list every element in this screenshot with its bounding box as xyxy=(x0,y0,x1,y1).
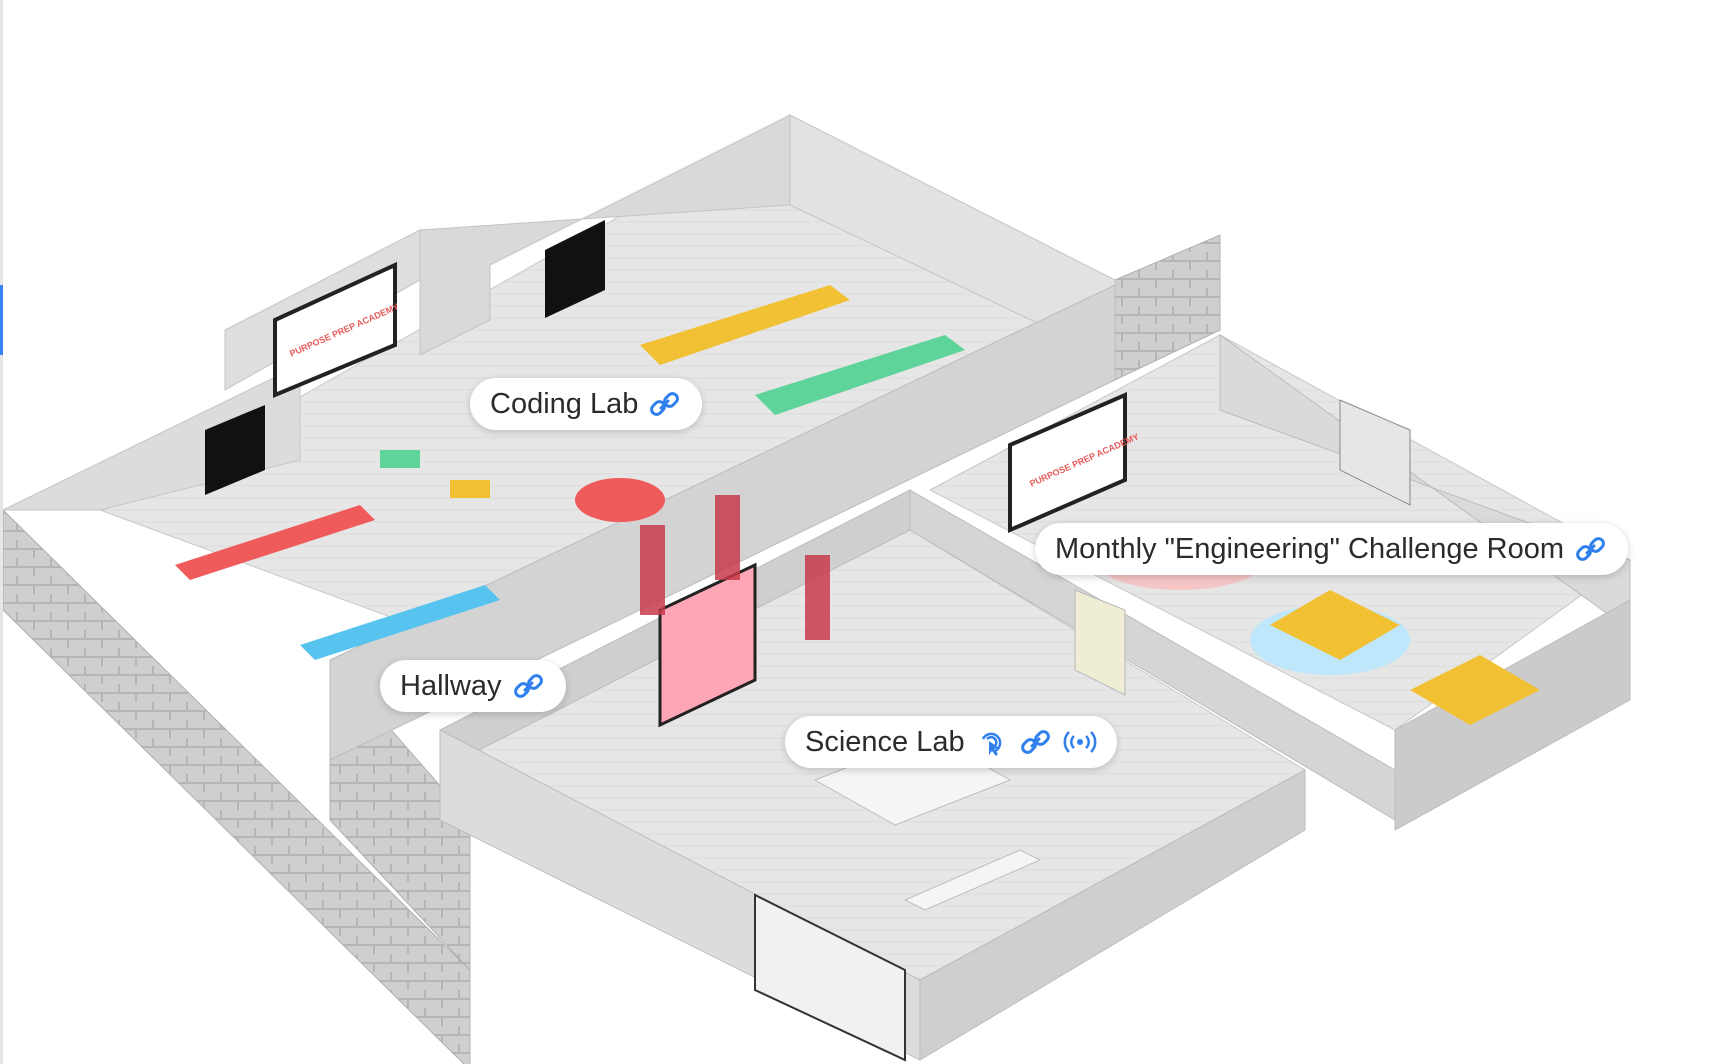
glass-door-science xyxy=(754,893,906,1062)
engineering-table-1 xyxy=(1270,590,1400,660)
room-label-coding-lab-text: Coding Lab xyxy=(490,387,639,420)
door-red-2 xyxy=(715,495,740,580)
link-icon[interactable] xyxy=(648,389,682,419)
link-icon[interactable] xyxy=(1019,727,1053,757)
door-red-3 xyxy=(805,555,830,640)
table-blue-1 xyxy=(300,585,500,660)
round-table-red xyxy=(575,478,665,522)
glass-door-engineering xyxy=(1339,399,1411,506)
room-label-science-lab-text: Science Lab xyxy=(805,725,965,758)
room-label-engineering-room[interactable]: Monthly "Engineering" Challenge Room xyxy=(1035,523,1629,575)
table-green-1 xyxy=(755,335,965,415)
science-lab-front-wall-right xyxy=(919,769,1306,1061)
panel-divider xyxy=(0,0,3,1064)
door-beige xyxy=(1074,589,1126,696)
outer-brick-wall-left xyxy=(2,508,471,1064)
door-red-1 xyxy=(640,525,665,615)
coding-lab-banner xyxy=(273,261,397,398)
coding-lab-tv-left xyxy=(205,405,265,495)
small-table-yellow xyxy=(450,480,490,498)
table-yellow-1 xyxy=(640,285,850,365)
link-icon[interactable] xyxy=(1574,534,1608,564)
coding-lab-tv-back xyxy=(545,220,605,318)
selection-indicator xyxy=(0,285,3,355)
broadcast-icon[interactable] xyxy=(1063,727,1097,757)
room-label-coding-lab[interactable]: Coding Lab xyxy=(470,378,703,430)
pointer-icon[interactable] xyxy=(975,727,1009,757)
room-label-engineering-room-text: Monthly "Engineering" Challenge Room xyxy=(1055,532,1565,565)
room-label-hallway-text: Hallway xyxy=(400,669,502,702)
small-table-green xyxy=(380,450,420,468)
link-icon[interactable] xyxy=(512,671,546,701)
engineering-banner xyxy=(1008,391,1127,534)
engineering-table-2 xyxy=(1410,655,1540,725)
engineering-room-front-wall xyxy=(1394,599,1631,831)
room-label-hallway[interactable]: Hallway xyxy=(380,660,566,712)
room-label-science-lab[interactable]: Science Lab xyxy=(785,716,1117,768)
science-lab-desk-row xyxy=(903,849,1042,911)
table-red-1 xyxy=(175,505,375,580)
